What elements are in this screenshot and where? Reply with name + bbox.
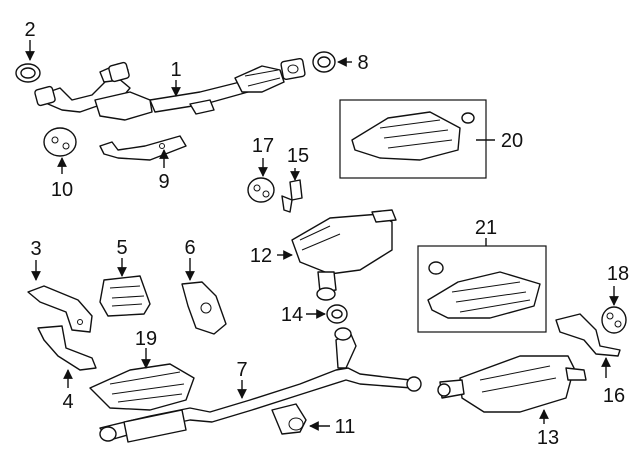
leader-lines	[25, 40, 619, 431]
part-6-bracket	[181, 281, 227, 335]
callout-8: 8	[357, 52, 368, 74]
part-14-gasket	[326, 304, 348, 324]
part-21-heat-shield	[417, 245, 547, 333]
callout-12: 12	[250, 245, 272, 267]
callout-2: 2	[24, 19, 35, 41]
callout-5: 5	[116, 237, 127, 259]
part-13-rear-muffler	[437, 355, 587, 413]
part-20-heat-shield	[339, 99, 487, 179]
callout-4: 4	[62, 391, 73, 413]
part-17-hanger	[247, 177, 275, 203]
part-7-intermediate-pipe	[99, 327, 422, 443]
part-19-heat-shield	[89, 363, 195, 411]
part-16-bracket	[555, 313, 621, 357]
part-5-shield	[99, 275, 151, 317]
callout-14: 14	[281, 304, 303, 326]
callout-18: 18	[607, 263, 629, 285]
part-4-bracket	[37, 325, 97, 371]
part-11-hanger	[271, 403, 307, 435]
part-15-bolt	[281, 179, 303, 213]
callout-labels: 2 1 8 10 9 20 17 15 12 14 21 18 16 3 4 5…	[24, 19, 629, 449]
part-10-hanger	[43, 127, 77, 157]
callout-13: 13	[537, 427, 559, 449]
part-2-gasket	[15, 63, 41, 83]
callout-3: 3	[30, 238, 41, 260]
part-18-hanger	[601, 306, 627, 334]
callout-9: 9	[158, 171, 169, 193]
callout-11: 11	[335, 416, 356, 438]
callout-19: 19	[135, 328, 157, 350]
callout-6: 6	[184, 237, 195, 259]
callout-20: 20	[501, 130, 523, 152]
callout-1: 1	[170, 59, 181, 81]
part-8-gasket	[312, 51, 336, 73]
callout-17: 17	[252, 135, 274, 157]
part-1-front-pipe	[34, 58, 306, 121]
part-12-muffler	[291, 209, 397, 301]
part-3-bracket	[27, 285, 93, 333]
callout-21: 21	[475, 217, 497, 239]
part-9-bracket	[99, 135, 187, 161]
callout-10: 10	[51, 179, 73, 201]
callout-15: 15	[287, 145, 309, 167]
callout-7: 7	[236, 359, 247, 381]
callout-16: 16	[603, 385, 625, 407]
